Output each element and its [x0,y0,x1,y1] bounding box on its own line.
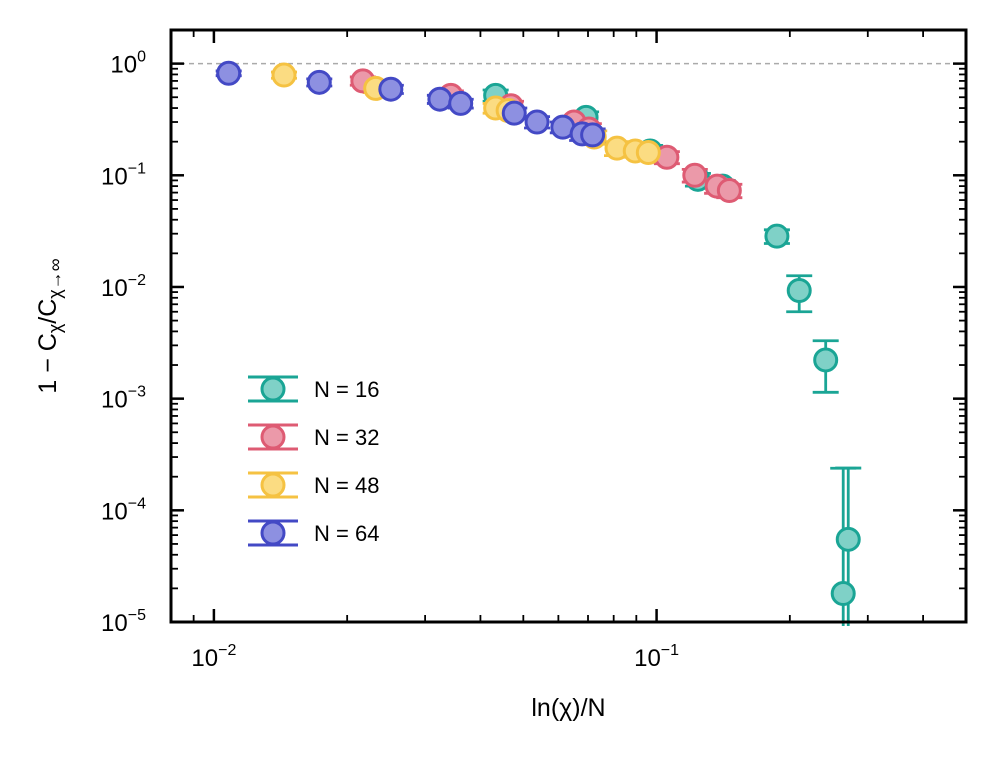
legend-label: N = 32 [314,425,379,450]
legend-marker [260,424,286,450]
y-axis-label-sub2: χ→∞ [45,258,65,298]
x-tick-label: 10−2 [191,642,236,672]
y-tick-label: 10−2 [101,272,146,302]
legend-label: N = 48 [314,473,379,498]
y-tick-label-exponent: −3 [128,384,146,401]
data-point [635,139,661,165]
legend-marker [260,472,286,498]
data-point [580,122,606,148]
y-tick-label: 10−1 [101,160,146,190]
y-tick-label-base: 10 [101,275,128,302]
x-axis-label: ln(χ)/N [531,694,605,722]
y-tick-label-base: 10 [101,498,128,525]
y-tick-label-base: 10 [110,52,137,79]
y-axis-label-prefix: 1 − C [34,333,62,393]
y-tick-label-base: 10 [101,387,128,414]
data-point [716,178,742,204]
y-axis-label-sub1: χ [45,323,65,333]
data-point [524,109,550,135]
y-tick-label: 100 [110,49,146,79]
x-tick-label-base: 10 [634,645,661,672]
y-axis-label-mid: /C [34,299,62,324]
legend-item: N = 32 [248,423,379,451]
y-tick-label-exponent: −5 [128,607,146,624]
data-point [378,76,404,102]
y-tick-label-exponent: −4 [128,495,146,512]
data-point [448,90,474,116]
data-point [306,69,332,95]
y-tick-label-exponent: −2 [128,272,146,289]
data-point [216,60,242,86]
data-point [427,86,453,112]
legend-marker [260,376,286,402]
data-point [271,62,297,88]
legend-item: N = 16 [248,375,379,403]
y-axis-label: 1 − Cχ/Cχ→∞ [34,258,65,393]
data-point [786,277,812,303]
x-tick-label: 10−1 [634,642,679,672]
data-point [501,100,527,126]
data-point [835,526,861,552]
x-tick-label-exponent: −2 [218,642,236,659]
data-point [830,580,856,606]
error-bars [215,69,862,626]
legend-marker [260,520,286,546]
legend: N = 16 N = 32 N = 48 N = 64 [248,375,379,547]
y-tick-label-exponent: 0 [137,49,146,66]
legend-label: N = 64 [314,521,379,546]
plot-frame [169,28,968,624]
y-tick-label: 10−5 [101,607,146,637]
data-points [216,60,861,606]
data-point [682,162,708,188]
legend-item: N = 48 [248,471,379,499]
x-tick-label-exponent: −1 [661,642,679,659]
y-tick-label: 10−4 [101,495,146,525]
y-tick-label: 10−3 [101,384,146,414]
legend-item: N = 64 [248,519,379,547]
legend-label: N = 16 [314,377,379,402]
y-tick-label-exponent: −1 [128,160,146,177]
data-point [813,347,839,373]
y-tick-label-base: 10 [101,163,128,190]
x-tick-label-base: 10 [191,645,218,672]
data-point [764,223,790,249]
y-tick-label-base: 10 [101,610,128,637]
